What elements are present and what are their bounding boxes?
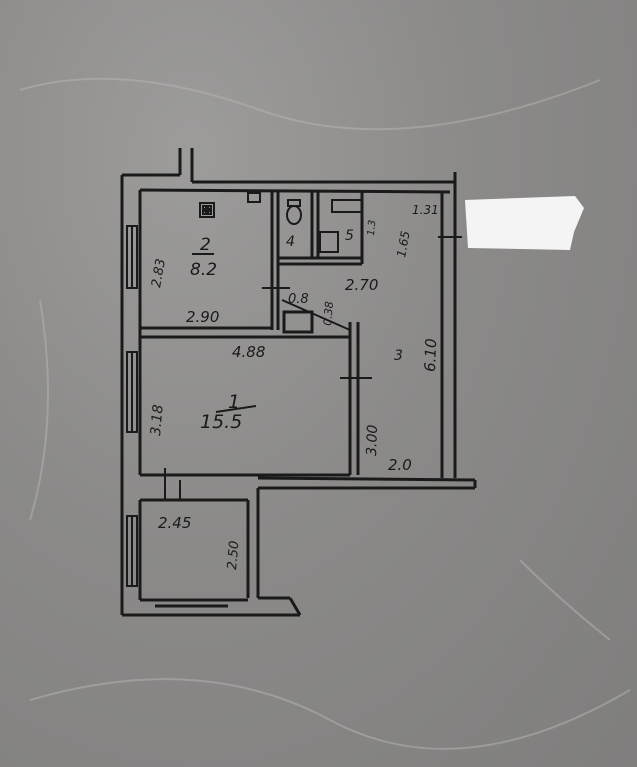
room-2-number: 2	[200, 235, 211, 255]
door-marks	[164, 236, 462, 500]
sink-icon	[247, 192, 261, 203]
dim-room2-height: 2.83	[149, 258, 169, 289]
windows	[126, 225, 138, 587]
room-2-area: 8.2	[190, 260, 217, 280]
room-4-number: 4	[286, 234, 295, 250]
dim-door-width: 0.8	[288, 292, 309, 307]
dimension-labels: 2.90 2.83 4.88 3.18 2.70 0.8 0.38 1.31 1…	[148, 203, 440, 570]
dim-room5-small: 1.3	[366, 219, 378, 236]
dim-room2-width: 2.90	[186, 308, 219, 326]
room-3-number: 3	[394, 348, 403, 364]
bathtub-icon	[331, 199, 363, 213]
paper-texture	[19, 77, 631, 750]
room-1-number: 1	[228, 391, 240, 413]
dim-balcony-height: 2.50	[225, 540, 242, 570]
covered-patch	[465, 196, 584, 250]
toilet-icon	[286, 205, 302, 225]
dim-room5-width: 1.31	[412, 203, 439, 217]
washbasin-icon	[319, 231, 339, 253]
walls	[120, 148, 477, 617]
dim-room3-width: 2.0	[388, 456, 412, 474]
room-1-area: 15.5	[200, 411, 242, 433]
dim-wall-short: 0.38	[321, 301, 336, 327]
dim-room5-height: 1.65	[394, 230, 412, 259]
dim-room3-side: 3.00	[364, 424, 381, 456]
dim-room3-length: 6.10	[421, 338, 440, 372]
dim-room1-height: 3.18	[148, 404, 167, 437]
stove-icon	[199, 202, 215, 218]
dim-balcony-width: 2.45	[158, 514, 191, 532]
dim-corridor-length: 2.70	[345, 276, 378, 294]
room-labels: 2 8.2 1 15.5 3 4 5	[190, 228, 403, 433]
room-5-number: 5	[345, 228, 354, 244]
dim-room1-width: 4.88	[232, 343, 265, 361]
fixtures	[199, 192, 363, 253]
